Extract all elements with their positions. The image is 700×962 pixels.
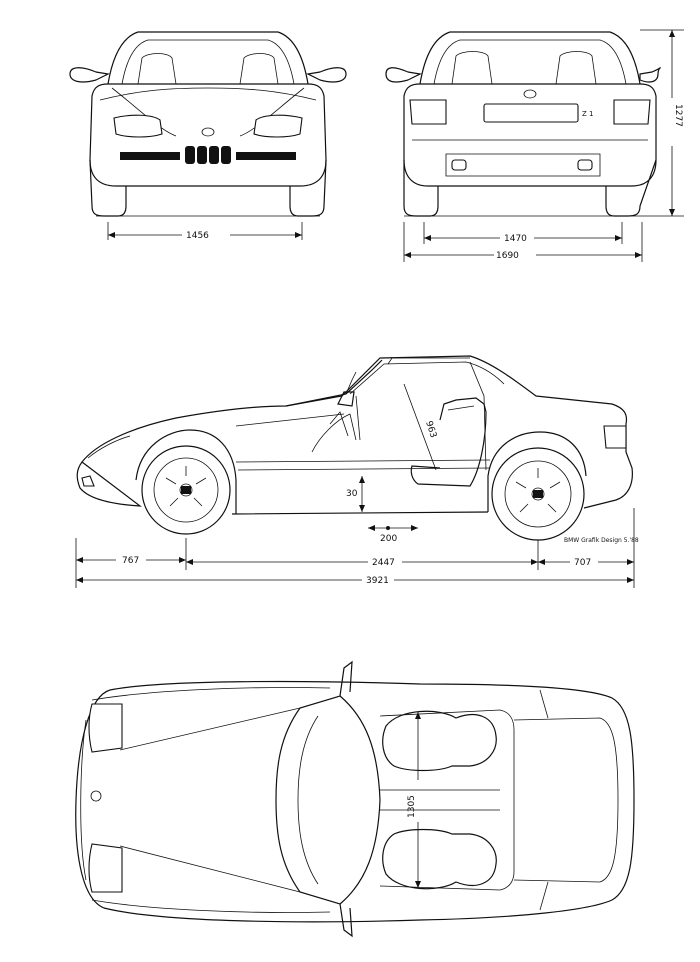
front-overhang-label: 767: [122, 556, 139, 566]
seat-height-label: 30: [346, 489, 358, 499]
overall-height-label: 1277: [673, 104, 683, 127]
credit-label: BMW Grafik Design 5.'88: [564, 537, 639, 544]
headroom-label: 963: [423, 420, 438, 439]
overall-width-label: 1690: [496, 251, 519, 261]
front-view: 1456: [69, 31, 347, 241]
front-track-label: 1456: [186, 231, 209, 241]
wheelbase-label: 2447: [372, 558, 395, 568]
rear-view: Z 1 1470 1690 1277: [385, 29, 684, 262]
interior-width-label: 1305: [407, 795, 417, 818]
rear-badge: Z 1: [582, 110, 593, 118]
top-view: 1305: [75, 660, 635, 938]
rear-track-label: 1470: [504, 234, 527, 244]
rear-overhang-label: 707: [574, 558, 591, 568]
seat-travel-label: 200: [380, 534, 397, 544]
side-view: 963 30 200 BMW Grafik Design 5.'88 767 2…: [75, 355, 639, 588]
overall-length-label: 3921: [366, 576, 389, 586]
